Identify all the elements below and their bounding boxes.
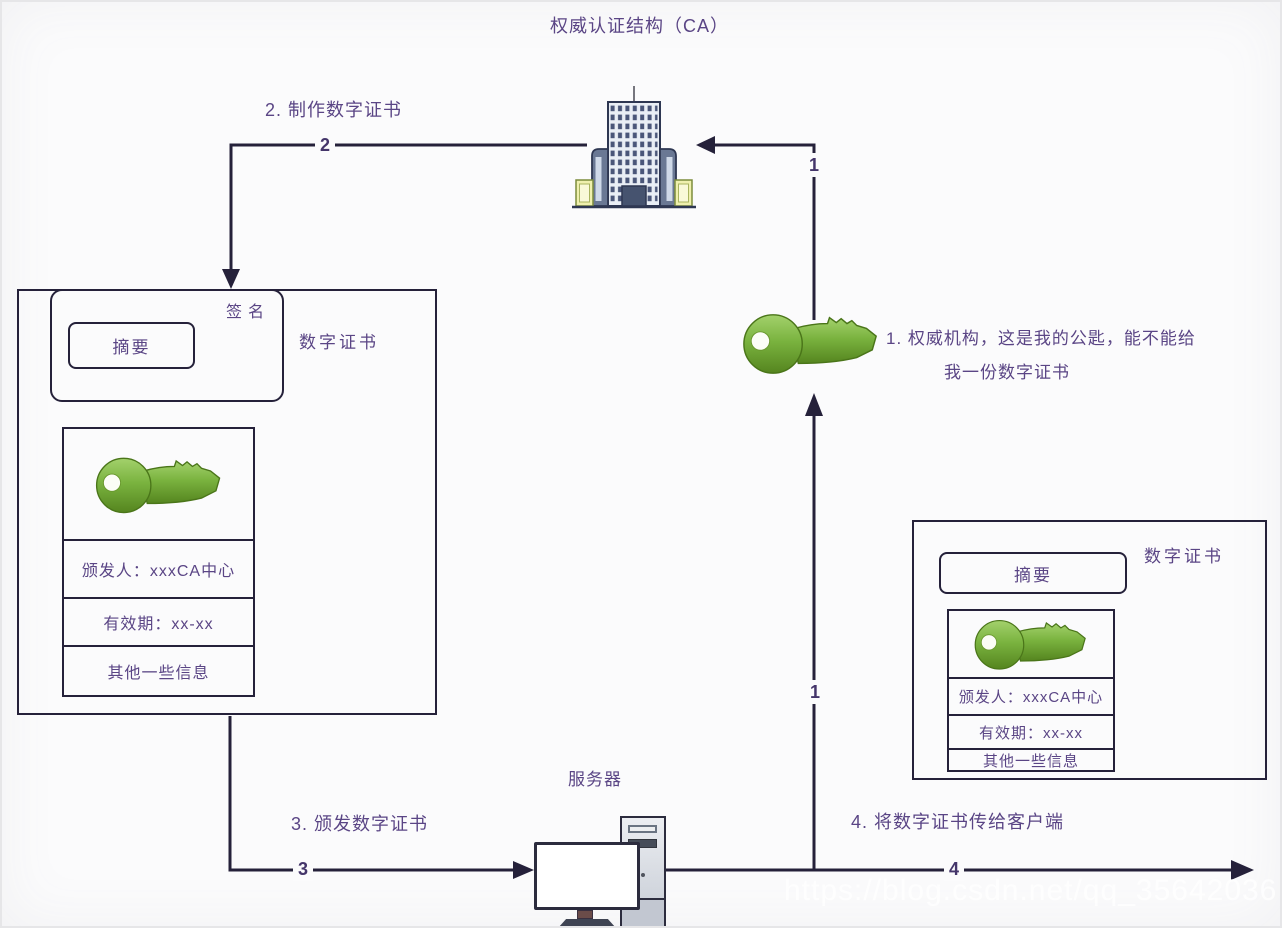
cert-left-signature-box [50, 289, 284, 402]
cert-right-other: 其他一些信息 [949, 748, 1113, 770]
cert-right-key-row [949, 611, 1113, 677]
cert-right-validity: 有效期：xx-xx [949, 714, 1113, 748]
cert-right-digest-label: 摘要 [1014, 565, 1052, 585]
cert-left-title: 数字证书 [299, 333, 379, 352]
key-icon [743, 314, 877, 374]
watermark-text: https://blog.csdn.net/qq_35642036 [784, 874, 1278, 907]
step1-label-line2: 我一份数字证书 [944, 363, 1070, 382]
arrow-marker-2: 2 [315, 133, 336, 157]
cert-right-issuer: 颁发人：xxxCA中心 [949, 677, 1113, 714]
cert-left-other: 其他一些信息 [64, 645, 253, 695]
cert-left-digest-box: 摘要 [68, 322, 195, 369]
cert-left-issuer: 颁发人：xxxCA中心 [64, 539, 253, 597]
monitor-icon [534, 842, 640, 910]
cert-left-digest-label: 摘要 [112, 338, 151, 357]
cert-left-fields-box: 颁发人：xxxCA中心 有效期：xx-xx 其他一些信息 [62, 427, 255, 697]
power-led [641, 873, 645, 877]
monitor-stand-base [558, 919, 616, 926]
arrow-marker-4: 4 [944, 857, 965, 881]
step3-label: 3. 颁发数字证书 [291, 814, 429, 834]
step4-label: 4. 将数字证书传给客户端 [851, 812, 1065, 832]
cert-right-outer-box [912, 520, 1267, 780]
building-icon [572, 86, 696, 209]
cert-right-fields-box: 颁发人：xxxCA中心 有效期：xx-xx 其他一些信息 [947, 609, 1115, 772]
step1-label-line1: 1. 权威机构，这是我的公匙，能不能给 [886, 329, 1196, 348]
arrow-marker-1-mid: 1 [805, 680, 826, 704]
arrow-marker-3: 3 [293, 857, 314, 881]
cert-right-title: 数字证书 [1144, 547, 1224, 566]
cert-left-signature-label: 签名 [226, 304, 271, 321]
step2-label: 2. 制作数字证书 [265, 100, 403, 120]
cert-left-key-row [64, 429, 253, 539]
monitor-stand [577, 910, 593, 919]
key-icon [95, 457, 220, 513]
drive-slot [628, 825, 657, 833]
arrow-marker-1-top: 1 [804, 153, 825, 177]
server-label: 服务器 [568, 770, 622, 789]
key-icon [974, 619, 1086, 670]
cert-left-validity: 有效期：xx-xx [64, 597, 253, 645]
diagram-title: 权威认证结构（CA） [550, 16, 730, 36]
cert-right-digest-box: 摘要 [939, 552, 1127, 594]
